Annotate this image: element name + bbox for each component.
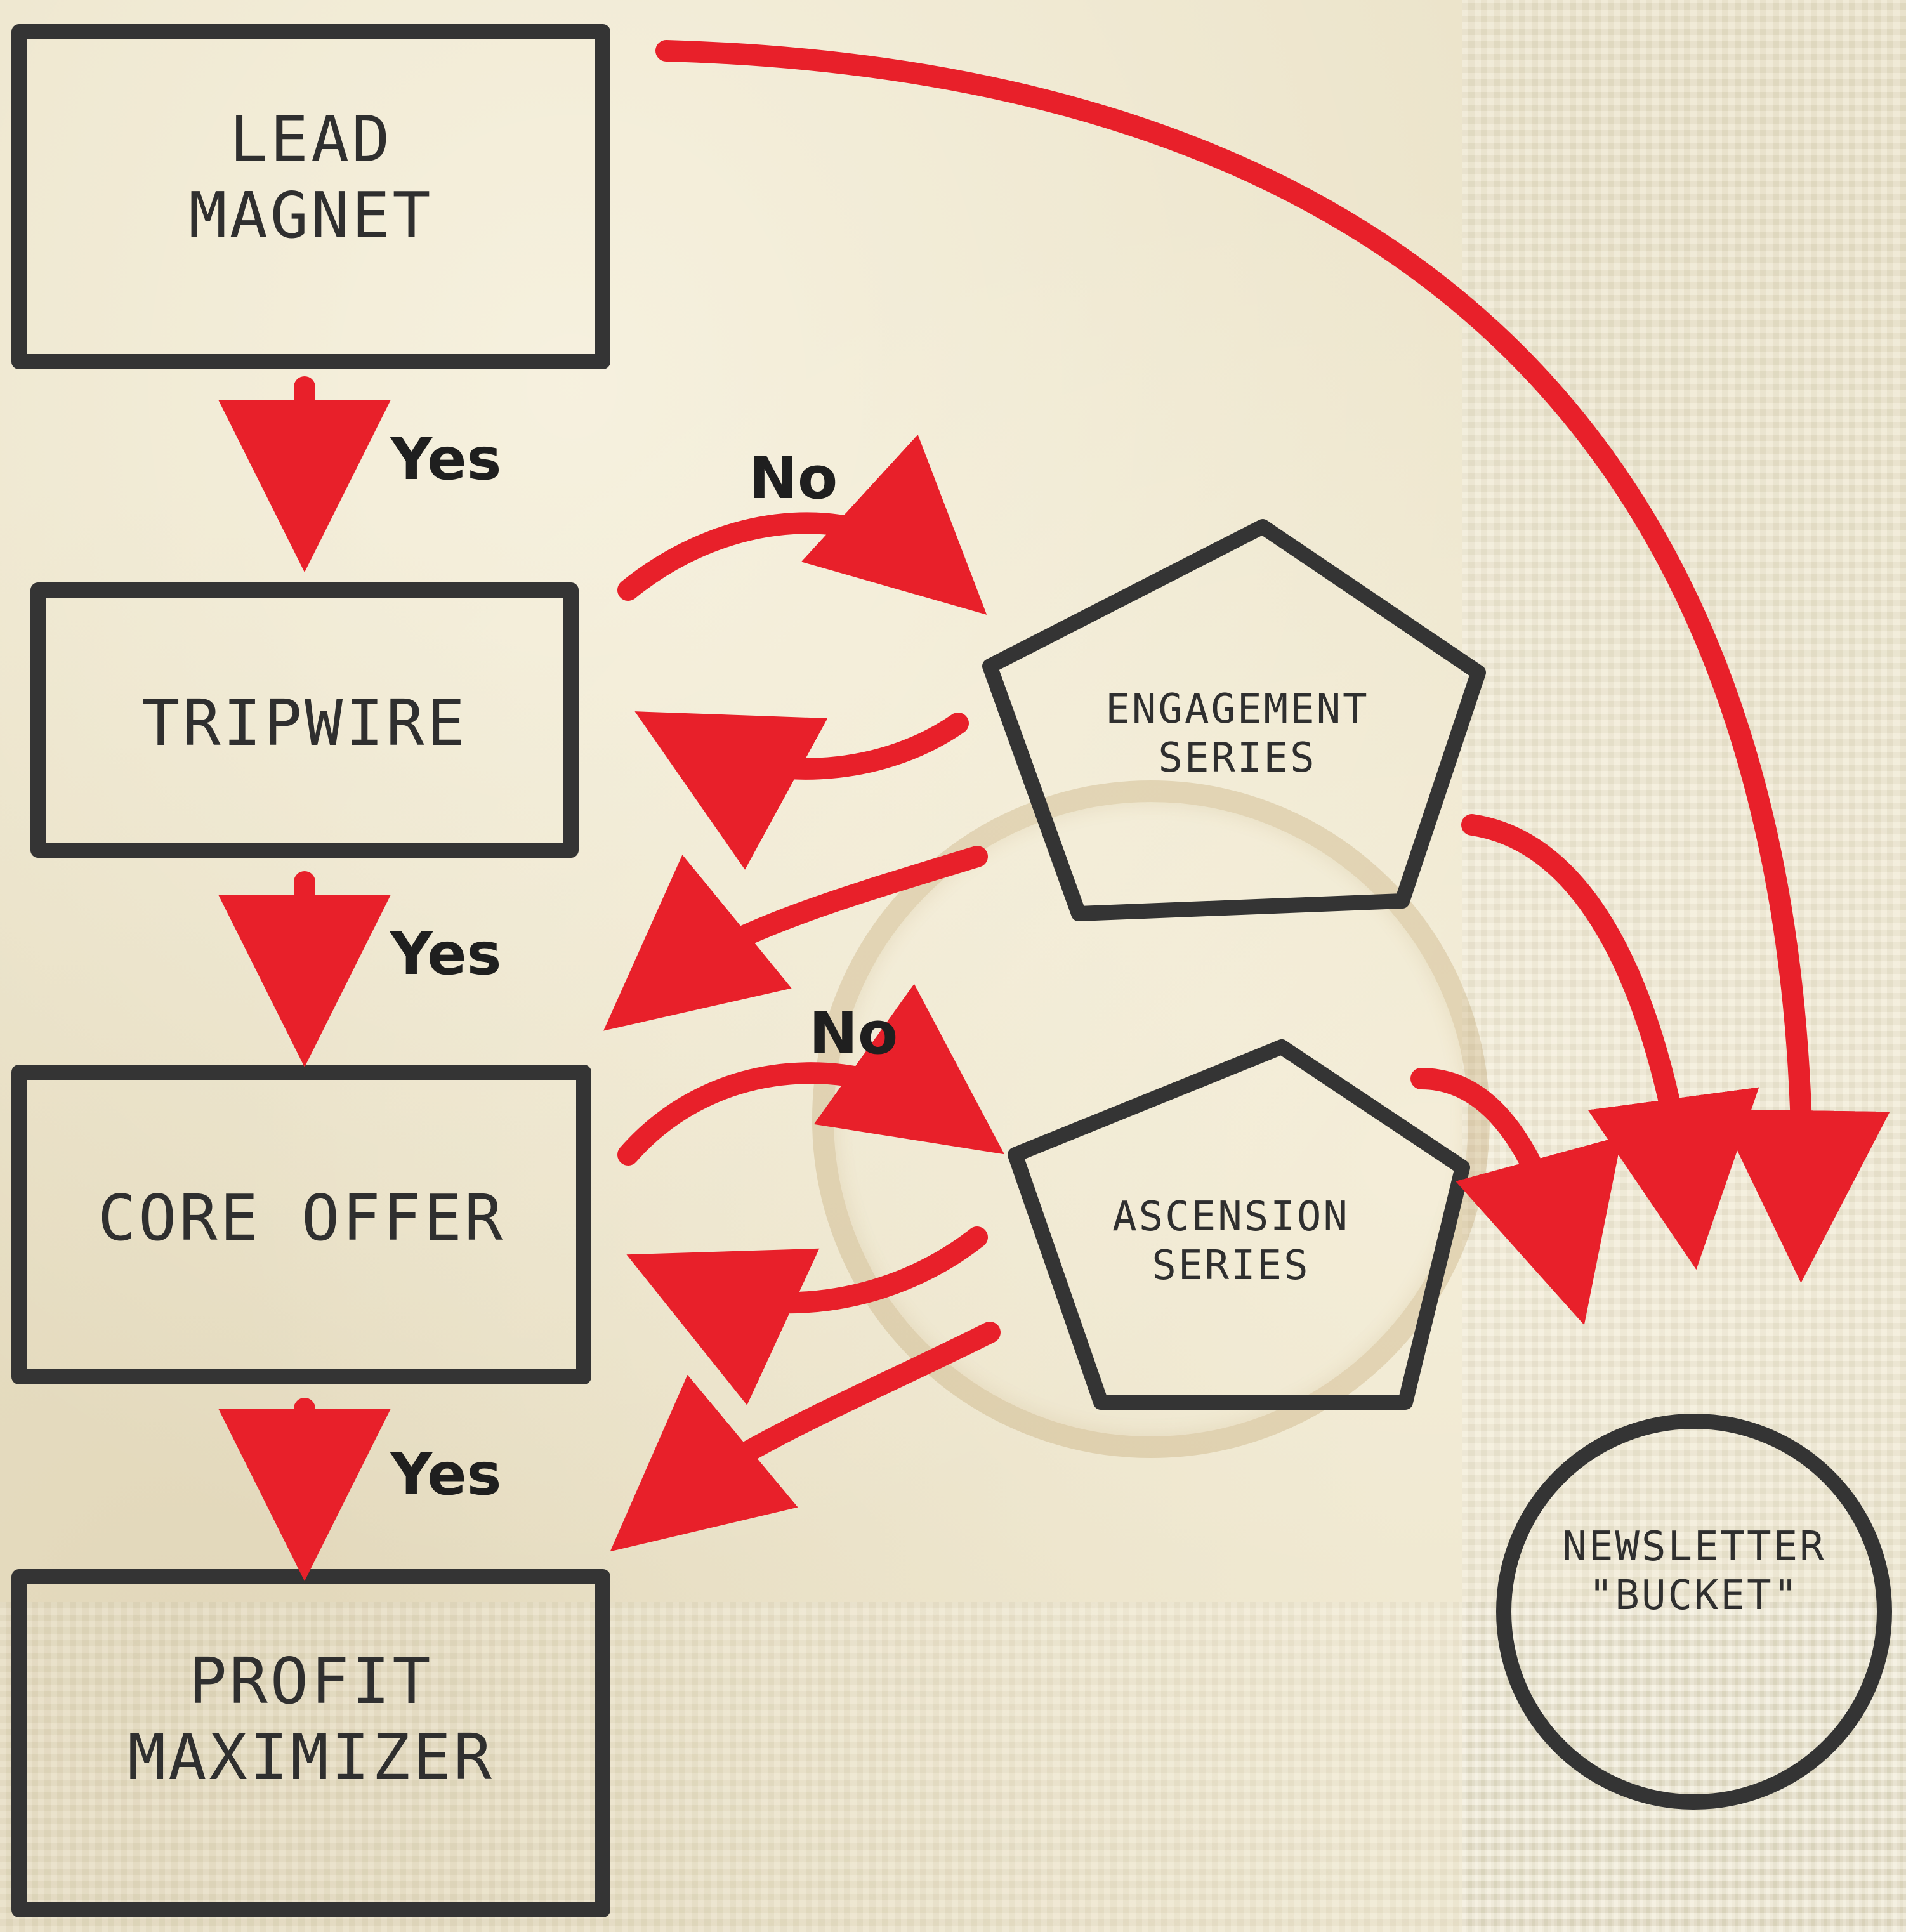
newsletter-bucket-circle <box>1496 1414 1892 1810</box>
edge-label-yes: Yes <box>390 920 502 988</box>
arrow-ascension-to-profit <box>610 1322 1001 1552</box>
arrow-core-to-ascension <box>617 983 1005 1166</box>
lead-magnet-box <box>11 24 610 369</box>
arrow-ascension-to-newsletter <box>1410 1068 1622 1325</box>
arrow-engagement-to-tripwire <box>634 711 969 870</box>
profit-maximizer-label: PROFIT MAXIMIZER <box>128 1644 494 1794</box>
tripwire-label: TRIPWIRE <box>141 686 468 760</box>
arrow-ascension-to-core <box>626 1226 988 1405</box>
edge-label-no: No <box>749 444 838 512</box>
edge-label-yes: Yes <box>390 425 502 493</box>
ascension-series-label: ASCENSION SERIES <box>1112 1193 1350 1289</box>
arrow-engagement-to-core <box>603 846 988 1031</box>
arrow-lead-to-newsletter <box>655 40 1890 1283</box>
engagement-series-label: ENGAGEMENT SERIES <box>1105 686 1369 782</box>
arrow-engagement-to-newsletter <box>1461 814 1759 1270</box>
engagement-series-pentagon <box>982 519 1486 921</box>
core-offer-box <box>11 1065 591 1384</box>
ascension-series-pentagon <box>1008 1039 1470 1410</box>
tripwire-box <box>30 582 579 858</box>
edge-label-no: No <box>809 999 898 1067</box>
newsletter-bucket-label: NEWSLETTER "BUCKET" <box>1562 1523 1826 1619</box>
lead-magnet-label: LEAD MAGNET <box>188 102 433 253</box>
arrow-tripwire-to-engagement <box>617 434 987 615</box>
edge-label-yes: Yes <box>390 1440 502 1508</box>
core-offer-label: CORE OFFER <box>97 1181 506 1255</box>
napkin-texture-right <box>1462 0 1906 1932</box>
